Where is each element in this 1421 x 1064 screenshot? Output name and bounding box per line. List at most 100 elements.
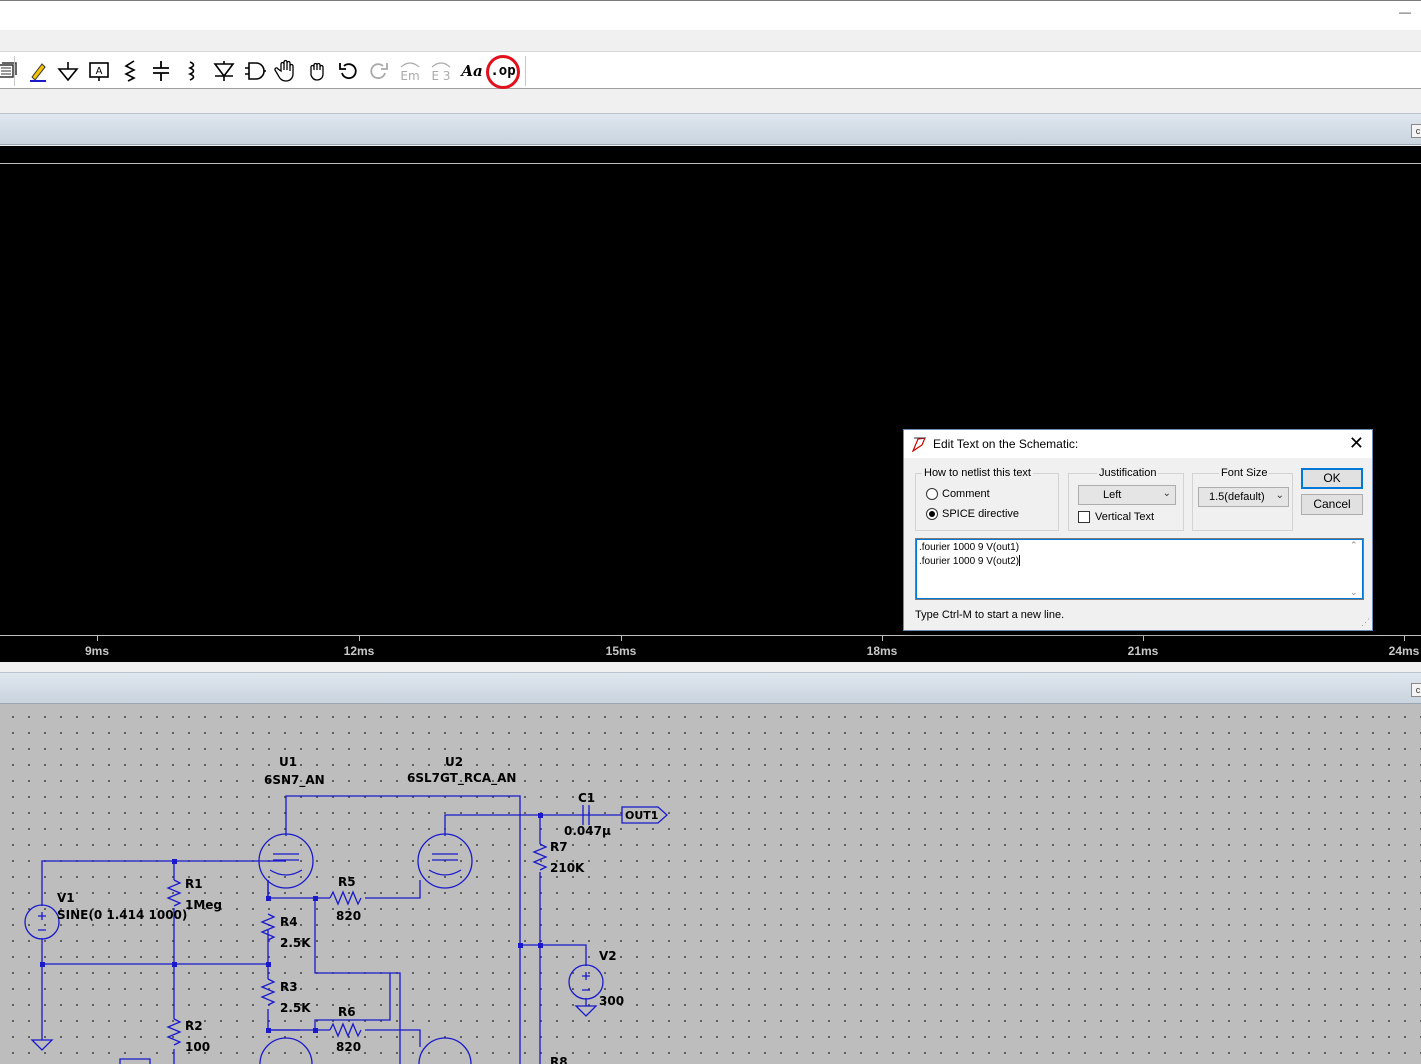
scroll-up-icon[interactable]: ⌃: [1350, 540, 1358, 550]
redo-icon[interactable]: [366, 58, 392, 84]
svg-text:Em: Em: [400, 69, 419, 83]
scroll-down-icon[interactable]: ⌄: [1350, 587, 1358, 597]
resize-grip-icon[interactable]: ⋰: [1361, 617, 1370, 627]
dialog-title-bar: Edit Text on the Schematic: ✕: [904, 430, 1372, 458]
u1-ref: U1: [279, 755, 297, 769]
toolbar-separator: [14, 56, 15, 86]
u1-value: 6SN7_AN: [264, 773, 325, 788]
chevron-down-icon: ⌄: [1275, 490, 1284, 501]
axis-tick-label: 9ms: [84, 644, 110, 658]
r3-ref: R3: [280, 980, 298, 994]
dialog-title: Edit Text on the Schematic:: [933, 437, 1079, 451]
font-size-select[interactable]: 1.5(default) ⌄: [1198, 487, 1289, 507]
window-button[interactable]: c: [1411, 124, 1421, 138]
r1-value: 1Meg: [185, 898, 222, 912]
highlight-circle: [486, 55, 520, 89]
r2-ref: R2: [185, 1019, 203, 1033]
rotate-icon[interactable]: Em: [397, 58, 423, 84]
netlist-mode-group: How to netlist this text Comment SPICE d…: [915, 467, 1059, 531]
axis-tick: [1143, 636, 1144, 641]
r4-value: 2.5K: [280, 936, 311, 950]
chevron-down-icon: ⌄: [1162, 488, 1171, 499]
mdi-background: [0, 90, 1421, 112]
schematic-drawing: U1 6SN7_AN U2 6SL7GT_RCA_AN C1 0.047µ OU…: [24, 755, 668, 1064]
text-line-content: .fourier 1000 9 V(out2): [919, 556, 1020, 567]
text-icon[interactable]: Aa: [461, 62, 483, 80]
group-label: Font Size: [1219, 467, 1270, 479]
font-size-group: Font Size 1.5(default) ⌄: [1192, 467, 1293, 531]
toolbar-separator: [525, 56, 526, 86]
justification-group: Justification Left ⌄ Vertical Text: [1068, 467, 1184, 531]
v1-value: SINE(0 1.414 1000): [57, 908, 187, 922]
r6-ref: R6: [338, 1005, 356, 1019]
comment-radio[interactable]: Comment: [926, 488, 990, 500]
axis-tick-label: 12ms: [343, 644, 375, 658]
directive-text-input[interactable]: .fourier 1000 9 V(out1) .fourier 1000 9 …: [915, 538, 1364, 600]
label-net-icon[interactable]: A: [86, 58, 112, 84]
radio-label: Comment: [942, 488, 990, 500]
ok-button[interactable]: OK: [1301, 468, 1363, 489]
axis-tick: [1404, 636, 1405, 641]
group-label: Justification: [1097, 467, 1159, 479]
text-line: .fourier 1000 9 V(out2): [919, 555, 1021, 567]
spice-directive-radio[interactable]: SPICE directive: [926, 508, 1019, 520]
minimize-button[interactable]: —: [1399, 5, 1411, 19]
u2-ref: U2: [445, 755, 463, 769]
axis-tick-label: 18ms: [866, 644, 898, 658]
select-value: Left: [1103, 489, 1122, 501]
drag-hand-icon[interactable]: [304, 58, 330, 84]
radio-button[interactable]: [926, 508, 938, 520]
r7-value: 210K: [550, 861, 585, 875]
v2-ref: V2: [599, 949, 617, 963]
close-icon[interactable]: ✕: [1348, 433, 1364, 453]
wires: [24, 795, 668, 1064]
schematic-canvas[interactable]: U1 6SN7_AN U2 6SL7GT_RCA_AN C1 0.047µ OU…: [0, 704, 1421, 1064]
plot-border-top: [0, 163, 1421, 164]
svg-text:E 3: E 3: [431, 69, 450, 83]
axis-tick: [882, 636, 883, 641]
checkbox[interactable]: [1078, 511, 1090, 523]
r3-value: 2.5K: [280, 1001, 311, 1015]
text-line: .fourier 1000 9 V(out1): [919, 542, 1020, 553]
axis-tick-label: 15ms: [605, 644, 637, 658]
v2-value: 300: [599, 994, 624, 1008]
diode-icon[interactable]: [211, 58, 237, 84]
schematic-window-caption: c: [0, 672, 1421, 704]
cancel-button[interactable]: Cancel: [1301, 494, 1363, 515]
time-axis: 9ms 12ms 15ms 18ms 21ms 24ms: [0, 636, 1421, 662]
radio-button[interactable]: [926, 488, 938, 500]
resistor-icon[interactable]: [117, 58, 143, 84]
svg-text:A: A: [96, 66, 103, 77]
axis-tick-label: 21ms: [1127, 644, 1159, 658]
stack-icon[interactable]: [0, 58, 20, 84]
text-caret: [1019, 555, 1021, 566]
ground-icon[interactable]: [55, 58, 81, 84]
axis-tick: [97, 636, 98, 641]
plot-border-bottom: [0, 635, 1421, 636]
justification-select[interactable]: Left ⌄: [1078, 485, 1176, 505]
toolbar: A Em E 3 Aa .op: [0, 51, 1421, 89]
vertical-scrollbar[interactable]: ⌃ ⌄: [1347, 540, 1362, 598]
capacitor-icon[interactable]: [148, 58, 174, 84]
waveform-window-caption: c: [0, 113, 1421, 145]
edit-text-dialog: Edit Text on the Schematic: ✕ How to net…: [903, 429, 1373, 631]
window-button[interactable]: c: [1411, 683, 1421, 697]
u2-value: 6SL7GT_RCA_AN: [407, 771, 516, 786]
r6-value: 820: [336, 1040, 361, 1054]
r8-ref: R8: [550, 1055, 568, 1064]
undo-icon[interactable]: [335, 58, 361, 84]
junction-dots: [40, 813, 543, 1033]
mirror-icon[interactable]: E 3: [428, 58, 454, 84]
title-bar: —: [0, 0, 1421, 30]
pencil-icon[interactable]: [25, 58, 51, 84]
inductor-icon[interactable]: [179, 58, 205, 84]
waveform-header: [0, 146, 1421, 164]
c1-value: 0.047µ: [564, 824, 611, 838]
vertical-text-checkbox[interactable]: Vertical Text: [1078, 511, 1154, 523]
component-icon[interactable]: [242, 58, 268, 84]
r5-value: 820: [336, 909, 361, 923]
out1-label: OUT1: [625, 809, 658, 822]
axis-tick: [359, 636, 360, 641]
axis-tick: [621, 636, 622, 641]
move-hand-icon[interactable]: [273, 58, 299, 84]
